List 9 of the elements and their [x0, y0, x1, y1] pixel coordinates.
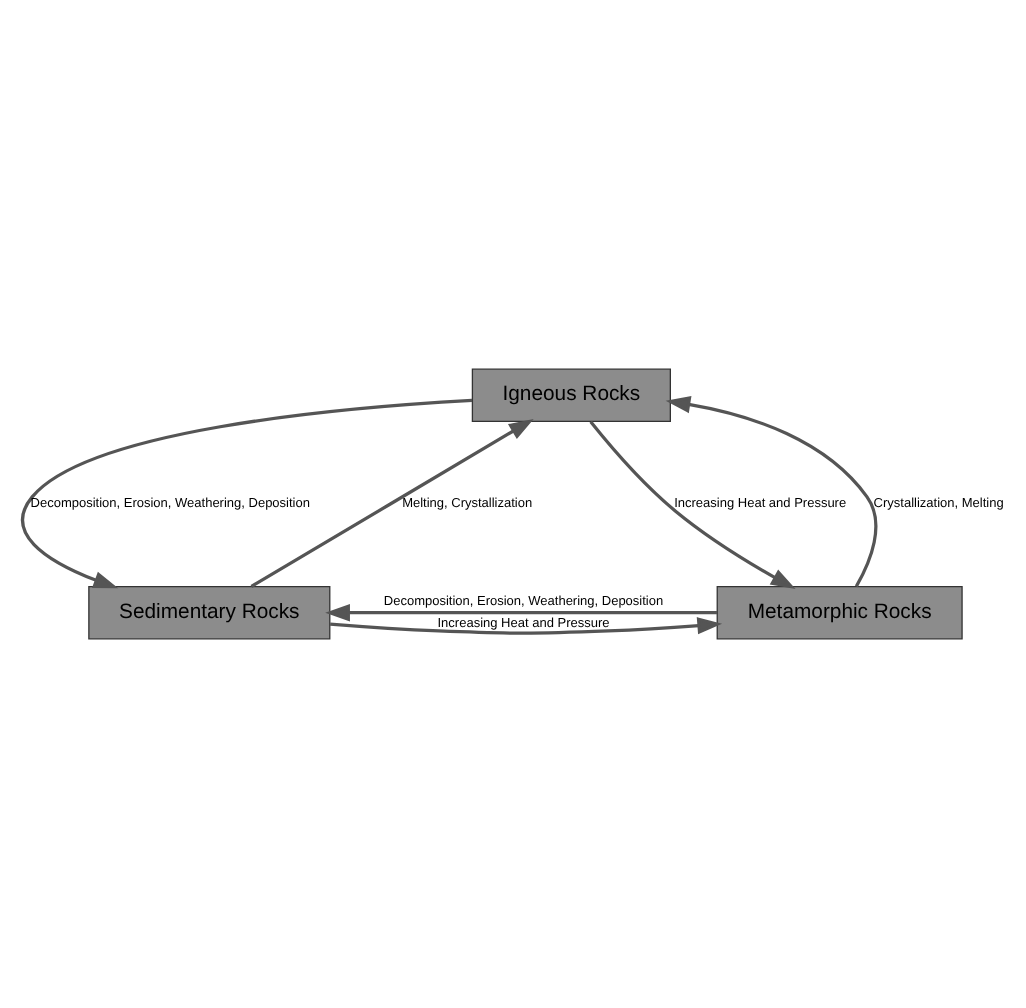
node-box: Sedimentary Rocks [88, 586, 331, 640]
arrow [330, 617, 723, 635]
arrow [589, 420, 796, 590]
node-box: Igneous Rocks [471, 368, 671, 422]
arrow [20, 398, 473, 589]
node-box: Metamorphic Rocks [716, 586, 963, 640]
arrow [250, 418, 534, 588]
arrow [325, 604, 718, 622]
arrow [665, 396, 878, 588]
